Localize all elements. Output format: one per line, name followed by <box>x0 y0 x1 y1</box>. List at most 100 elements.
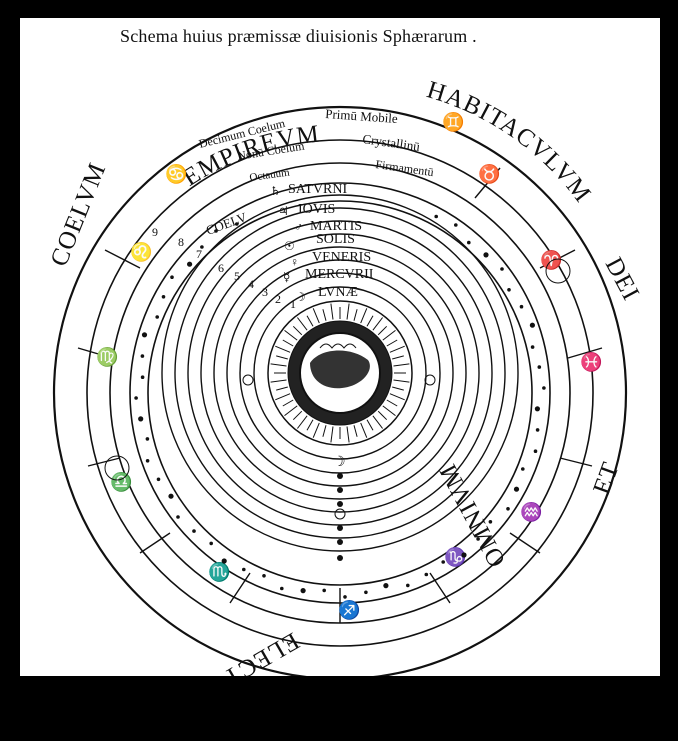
star-dot <box>519 304 524 309</box>
star-dot <box>176 515 180 519</box>
star-dot <box>454 223 458 227</box>
star-dot <box>138 416 144 422</box>
firmament-stars <box>134 214 546 599</box>
star-dot <box>424 572 429 577</box>
star-dot <box>406 583 410 588</box>
star-dot <box>262 574 266 578</box>
flame-stroke <box>353 309 358 321</box>
diagram-caption: Schema huius præmissæ diuisionis Sphærar… <box>120 26 477 46</box>
vertical-star-column: ☽ <box>333 455 346 561</box>
numeral-6: 6 <box>218 261 224 275</box>
flame-stroke <box>389 393 405 401</box>
zodiac-divider <box>104 249 141 269</box>
label-octauum: Octauum <box>249 166 291 184</box>
flame-stroke <box>360 308 368 324</box>
flame-stroke <box>322 425 327 437</box>
star-dot <box>280 586 284 591</box>
flame-stroke <box>322 309 327 321</box>
flame-stroke <box>346 426 350 443</box>
flame-stroke <box>392 386 404 391</box>
sun-ring <box>200 233 480 513</box>
flame-stroke <box>393 363 410 367</box>
star-dot <box>534 406 541 412</box>
numeral-2: 2 <box>275 292 281 306</box>
zodiac-virgo: ♍ <box>96 346 118 367</box>
fire-ring <box>253 286 427 460</box>
flame-stroke <box>392 355 404 360</box>
mercury-symbol: ☿ <box>283 270 290 284</box>
flame-stroke <box>353 425 358 437</box>
star-dot <box>337 473 343 479</box>
star-dot <box>170 275 174 280</box>
flame-stroke <box>275 345 291 353</box>
flame-stroke <box>297 415 308 429</box>
star-dot <box>337 501 343 507</box>
star-dot <box>542 386 546 390</box>
star-dot <box>221 558 227 564</box>
saturn-symbol: ♄ <box>270 184 281 198</box>
zodiac-divider <box>567 347 603 359</box>
star-dot <box>235 222 239 226</box>
zodiac-divider <box>77 347 113 359</box>
star-dot <box>530 345 535 349</box>
zodiac-capricorn: ♑ <box>444 546 466 567</box>
star-dot <box>483 252 489 258</box>
flame-stroke <box>284 330 298 341</box>
zodiac-libra: ♎ <box>110 471 132 492</box>
zodiac-divider <box>139 532 171 554</box>
zodiac-sagittarius: ♐ <box>338 599 360 620</box>
label-lunae: LVNÆ <box>318 285 358 300</box>
zodiac-aries: ♈ <box>540 249 562 270</box>
flame-stroke <box>393 379 410 383</box>
label-coelu: COELV <box>204 209 249 238</box>
label-veneris: VENERIS <box>312 250 371 265</box>
star-dot <box>187 261 193 267</box>
star-dot <box>337 487 343 493</box>
zodiac-divider <box>509 532 541 554</box>
flame-stroke <box>282 399 294 407</box>
mars-symbol: ♂ <box>294 220 303 234</box>
flame-stroke <box>306 419 314 431</box>
flame-stroke <box>276 386 288 391</box>
flame-stroke <box>372 415 383 429</box>
flame-stroke <box>382 330 396 341</box>
star-dot <box>488 520 493 524</box>
zodiac-divider <box>87 457 121 467</box>
numeral-7: 7 <box>196 247 202 261</box>
moon-symbol: ☽ <box>295 290 306 304</box>
planet-labels: COELV ♄ SATVRNI ♃ IOVIS ♂ MARTIS ☉ SOLIS… <box>204 182 374 304</box>
numeral-4: 4 <box>248 277 254 291</box>
star-dot <box>337 539 343 545</box>
numeral-3: 3 <box>262 285 268 299</box>
star-dot <box>192 529 196 533</box>
star-dot <box>434 214 439 219</box>
flame-stroke <box>270 363 287 367</box>
zodiac-taurus: ♉ <box>478 163 500 184</box>
zodiac-pisces: ♓ <box>580 351 602 372</box>
flame-stroke <box>306 315 314 327</box>
star-dot <box>145 459 150 463</box>
flame-stroke <box>386 399 398 407</box>
star-dot <box>337 525 343 531</box>
star-dot <box>168 493 174 499</box>
zodiac-glyphs: ♈ ♉ ♊ ♋ ♌ ♍ ♎ ♏ ♐ ♑ ♒ ♓ <box>96 111 602 620</box>
outer-word-habitaculum: HABITACVLVM <box>424 76 596 207</box>
flame-stroke <box>346 303 350 320</box>
zodiac-gemini: ♊ <box>442 111 464 132</box>
numeral-9: 9 <box>152 225 158 239</box>
flame-stroke <box>330 426 334 443</box>
star-dot <box>507 288 511 292</box>
numeral-5: 5 <box>234 269 240 283</box>
earth-landmass <box>310 350 370 389</box>
star-dot <box>337 555 343 561</box>
star-dot <box>141 332 148 338</box>
label-saturni: SATVRNI <box>288 182 347 197</box>
outer-word-dei: DEI <box>600 253 645 305</box>
empyrean-inner-ring <box>86 139 594 647</box>
sun-symbol: ☉ <box>284 239 295 253</box>
flame-stroke <box>377 410 388 421</box>
flame-stroke <box>292 410 303 421</box>
star-dot <box>441 560 446 564</box>
star-dot <box>161 295 166 299</box>
star-dot <box>529 322 535 328</box>
